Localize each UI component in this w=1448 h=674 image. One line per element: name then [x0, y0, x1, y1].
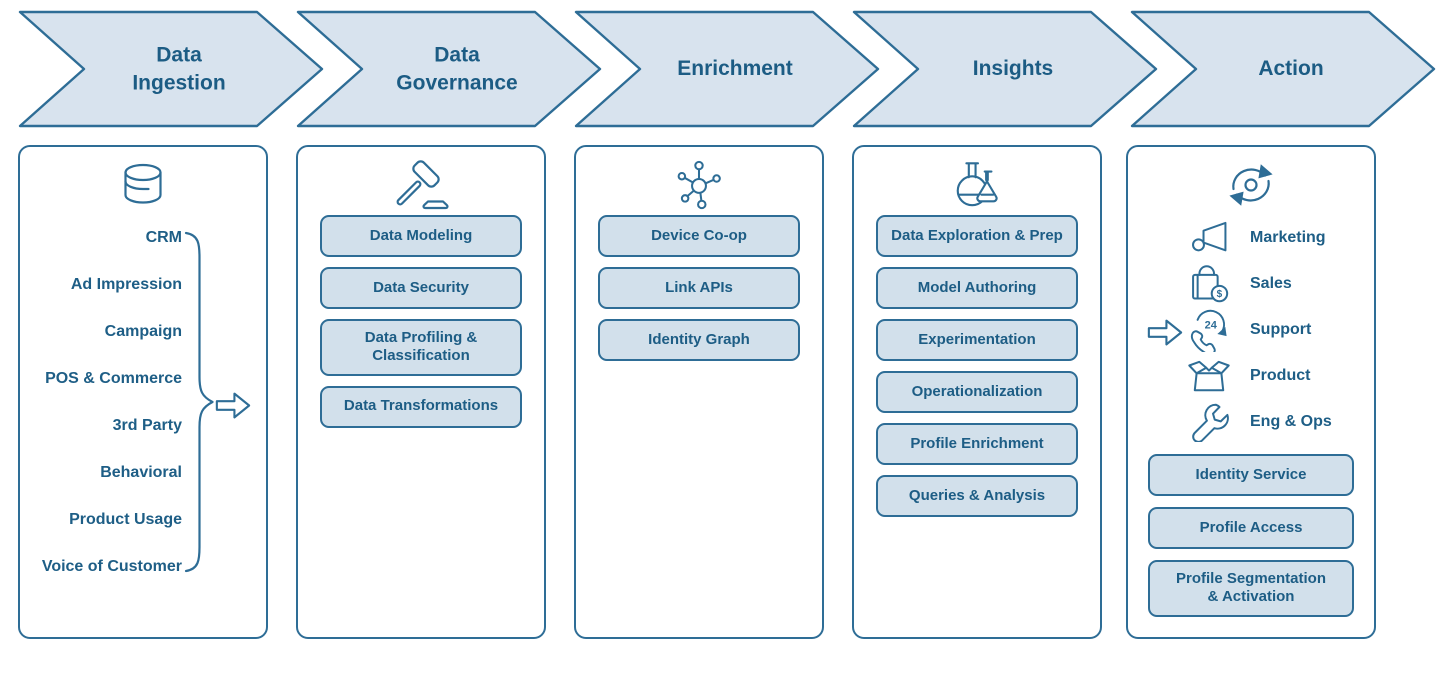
enrichment-item: Identity Graph: [598, 319, 800, 361]
card-data-ingestion: CRM Ad Impression Campaign POS & Commerc…: [18, 145, 268, 639]
governance-item: Data Profiling & Classification: [320, 319, 522, 376]
insights-item: Queries & Analysis: [876, 475, 1078, 517]
right-arrow-icon: [1147, 319, 1183, 346]
megaphone-icon: [1186, 219, 1232, 257]
network-icon: [576, 155, 822, 215]
curly-brace-icon: [184, 231, 214, 573]
channel-label: Eng & Ops: [1250, 413, 1332, 430]
chevron-shape-icon: [18, 10, 324, 128]
source-label: Ad Impression: [70, 275, 182, 293]
flasks-icon: [854, 155, 1100, 215]
card-action: Marketing $ Sales: [1126, 145, 1376, 639]
action-items: Identity Service Profile Access Profile …: [1148, 454, 1354, 617]
source-label: POS & Commerce: [45, 369, 182, 387]
enrichment-items: Device Co-op Link APIs Identity Graph: [598, 215, 800, 361]
source-label: Voice of Customer: [41, 557, 182, 575]
shopping-bag-icon: $: [1186, 262, 1232, 306]
chevron-shape-icon: [296, 10, 602, 128]
insights-item: Experimentation: [876, 319, 1078, 361]
insights-items: Data Exploration & Prep Model Authoring …: [876, 215, 1078, 517]
stage-chevron-enrichment: Enrichment: [574, 10, 880, 128]
channel-row-marketing: Marketing: [1186, 215, 1372, 261]
source-label: Behavioral: [100, 463, 182, 481]
right-arrow-icon: [215, 392, 251, 419]
stage-title: Enrichment: [677, 57, 793, 81]
sync-arrows-icon: [1128, 155, 1374, 215]
source-list: CRM Ad Impression Campaign POS & Commerc…: [30, 214, 182, 590]
phone-24-icon: 24: [1186, 308, 1232, 352]
governance-item: Data Modeling: [320, 215, 522, 257]
insights-item: Data Exploration & Prep: [876, 215, 1078, 257]
database-icon: [20, 155, 266, 215]
channel-label: Marketing: [1250, 229, 1326, 246]
stage-chevron-insights: Insights: [852, 10, 1158, 128]
insights-item: Operationalization: [876, 371, 1078, 413]
chevron-shape-icon: [852, 10, 1158, 128]
source-label: Campaign: [104, 322, 182, 340]
governance-item: Data Security: [320, 267, 522, 309]
channel-row-product: Product: [1186, 353, 1372, 399]
card-data-governance: Data Modeling Data Security Data Profili…: [296, 145, 546, 639]
governance-items: Data Modeling Data Security Data Profili…: [320, 215, 522, 428]
gavel-icon: [298, 155, 544, 215]
insights-item: Profile Enrichment: [876, 423, 1078, 465]
svg-text:$: $: [1217, 289, 1223, 300]
channel-label: Sales: [1250, 275, 1292, 292]
stage-title: Action: [1258, 57, 1324, 81]
wrench-icon: [1186, 402, 1232, 442]
insights-item: Model Authoring: [876, 267, 1078, 309]
source-label: Product Usage: [69, 510, 182, 528]
channel-row-support: 24 Support: [1186, 307, 1372, 353]
open-box-icon: [1186, 358, 1232, 395]
stage-title: Insights: [972, 57, 1054, 81]
action-item: Profile Access: [1148, 507, 1354, 549]
action-item: Identity Service: [1148, 454, 1354, 496]
stage-chevron-action: Action: [1130, 10, 1436, 128]
card-insights: Data Exploration & Prep Model Authoring …: [852, 145, 1102, 639]
source-label: CRM: [145, 228, 182, 246]
enrichment-item: Link APIs: [598, 267, 800, 309]
source-label: 3rd Party: [112, 416, 182, 434]
chevron-shape-icon: [1130, 10, 1436, 128]
action-channels: Marketing $ Sales: [1186, 215, 1372, 445]
chevron-shape-icon: [574, 10, 880, 128]
channel-row-sales: $ Sales: [1186, 261, 1372, 307]
svg-text:24: 24: [1205, 320, 1218, 332]
channel-label: Product: [1250, 367, 1311, 384]
channel-label: Support: [1250, 321, 1312, 338]
card-enrichment: Device Co-op Link APIs Identity Graph: [574, 145, 824, 639]
governance-item: Data Transformations: [320, 385, 522, 428]
channel-row-eng-ops: Eng & Ops: [1186, 399, 1372, 445]
action-item: Profile Segmentation & Activation: [1148, 560, 1354, 617]
enrichment-item: Device Co-op: [598, 215, 800, 257]
